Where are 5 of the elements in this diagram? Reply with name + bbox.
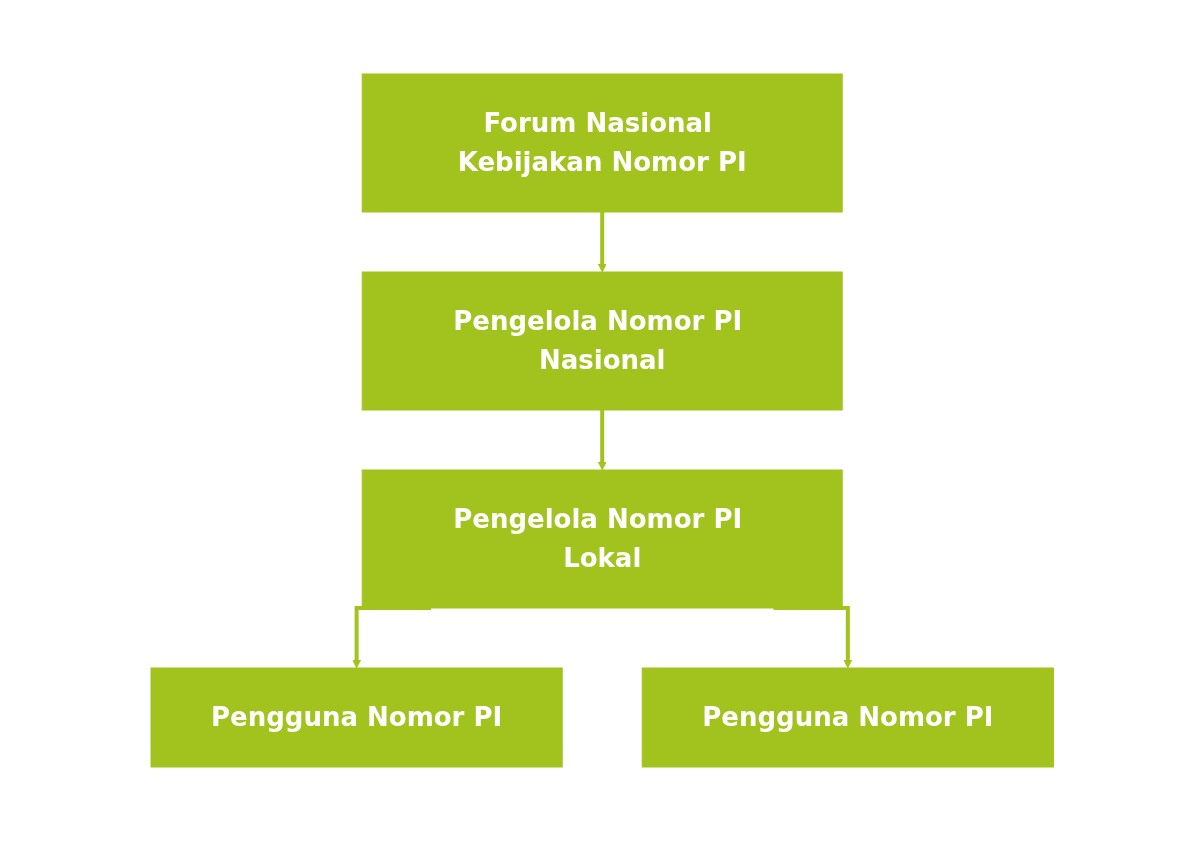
node-box: Pengelola Nomor PI Lokal [361,469,843,609]
node-box: Pengelola Nomor PI Nasional [361,271,843,411]
node-box: Forum Nasional Kebijakan Nomor PI [361,73,843,213]
node-box: Pengguna Nomor PI [641,667,1054,768]
node-box: Pengguna Nomor PI [150,667,563,768]
